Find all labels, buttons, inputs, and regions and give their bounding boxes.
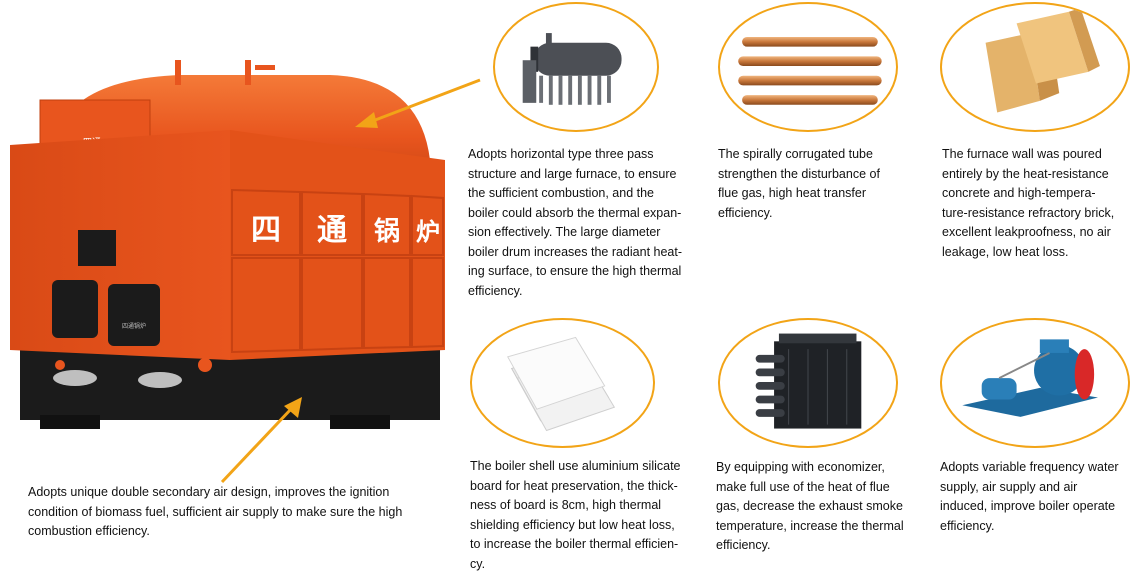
fan-image — [962, 339, 1098, 417]
board-image — [507, 336, 616, 432]
feature-tube: The spirally corrugated tube strengthen … — [718, 147, 880, 220]
feature-board: The boiler shell use aluminium silicate … — [470, 459, 681, 571]
panel-char-4: 炉 — [416, 218, 440, 246]
brick-image — [985, 7, 1100, 113]
feature-brick: The furnace wall was poured entirely by … — [942, 147, 1115, 259]
boiler-illustration: 四通 四 通 锅 炉 四通锅炉 — [0, 55, 450, 460]
board-oval — [470, 318, 655, 448]
economizer-oval — [718, 318, 898, 448]
tube-oval — [718, 2, 898, 132]
fan-oval — [940, 318, 1130, 448]
tube-image — [738, 36, 882, 105]
feature-main-bottom: Adopts unique double secondary air desig… — [28, 485, 403, 538]
panel-char-2: 通 — [317, 213, 347, 248]
feature-fan: Adopts variable frequency water supply, … — [940, 460, 1119, 533]
drum-image — [522, 33, 622, 105]
feature-economizer: By equipping with economizer, make full … — [716, 460, 904, 552]
panel-char-1: 四 — [251, 213, 281, 248]
brick-oval — [940, 2, 1130, 132]
feature-main-top: Adopts horizontal type three pass struct… — [468, 147, 683, 298]
panel-char-3: 锅 — [374, 217, 400, 247]
drum-oval — [493, 2, 659, 132]
boiler-image: 四通 四 通 锅 炉 四通锅炉 — [10, 55, 445, 429]
boiler-door-text: 四通锅炉 — [122, 322, 146, 330]
economizer-image — [755, 333, 862, 429]
